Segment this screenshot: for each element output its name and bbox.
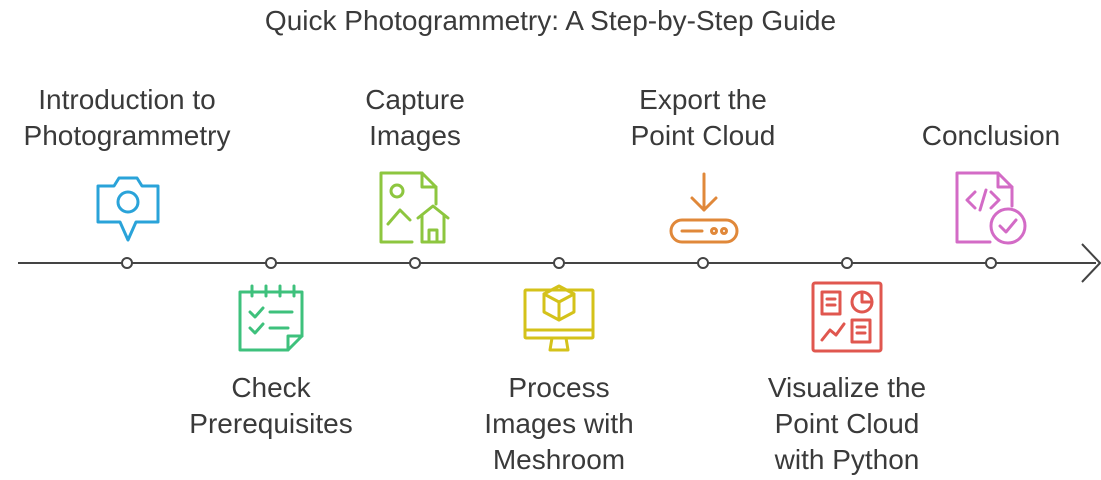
- step-6-label: Visualize the Point Cloud with Python: [767, 372, 927, 475]
- step-marker-3: [409, 257, 421, 269]
- dashboard-icon: [811, 281, 883, 353]
- step-3-label: Capture Images: [365, 84, 465, 151]
- step-marker-2: [265, 257, 277, 269]
- step-5-label: Export the Point Cloud: [630, 84, 776, 151]
- timeline-arrowhead: [1081, 243, 1101, 283]
- code-check-icon: [955, 171, 1027, 245]
- image-file-icon: [379, 171, 450, 244]
- diagram-title: Quick Photogrammetry: A Step-by-Step Gui…: [264, 5, 837, 36]
- step-marker-5: [697, 257, 709, 269]
- step-marker-1: [121, 257, 133, 269]
- checklist-icon: [238, 284, 304, 352]
- camera-icon: [96, 176, 160, 242]
- download-device-icon: [669, 172, 739, 244]
- step-4-label: Process Images with Meshroom: [484, 372, 634, 475]
- step-marker-6: [841, 257, 853, 269]
- monitor-cube-icon: [523, 284, 595, 352]
- step-1-label: Introduction to Photogrammetry: [23, 84, 231, 151]
- step-2-label: Check Prerequisites: [189, 372, 353, 439]
- step-marker-4: [553, 257, 565, 269]
- step-7-label: Conclusion: [921, 120, 1061, 151]
- step-marker-7: [985, 257, 997, 269]
